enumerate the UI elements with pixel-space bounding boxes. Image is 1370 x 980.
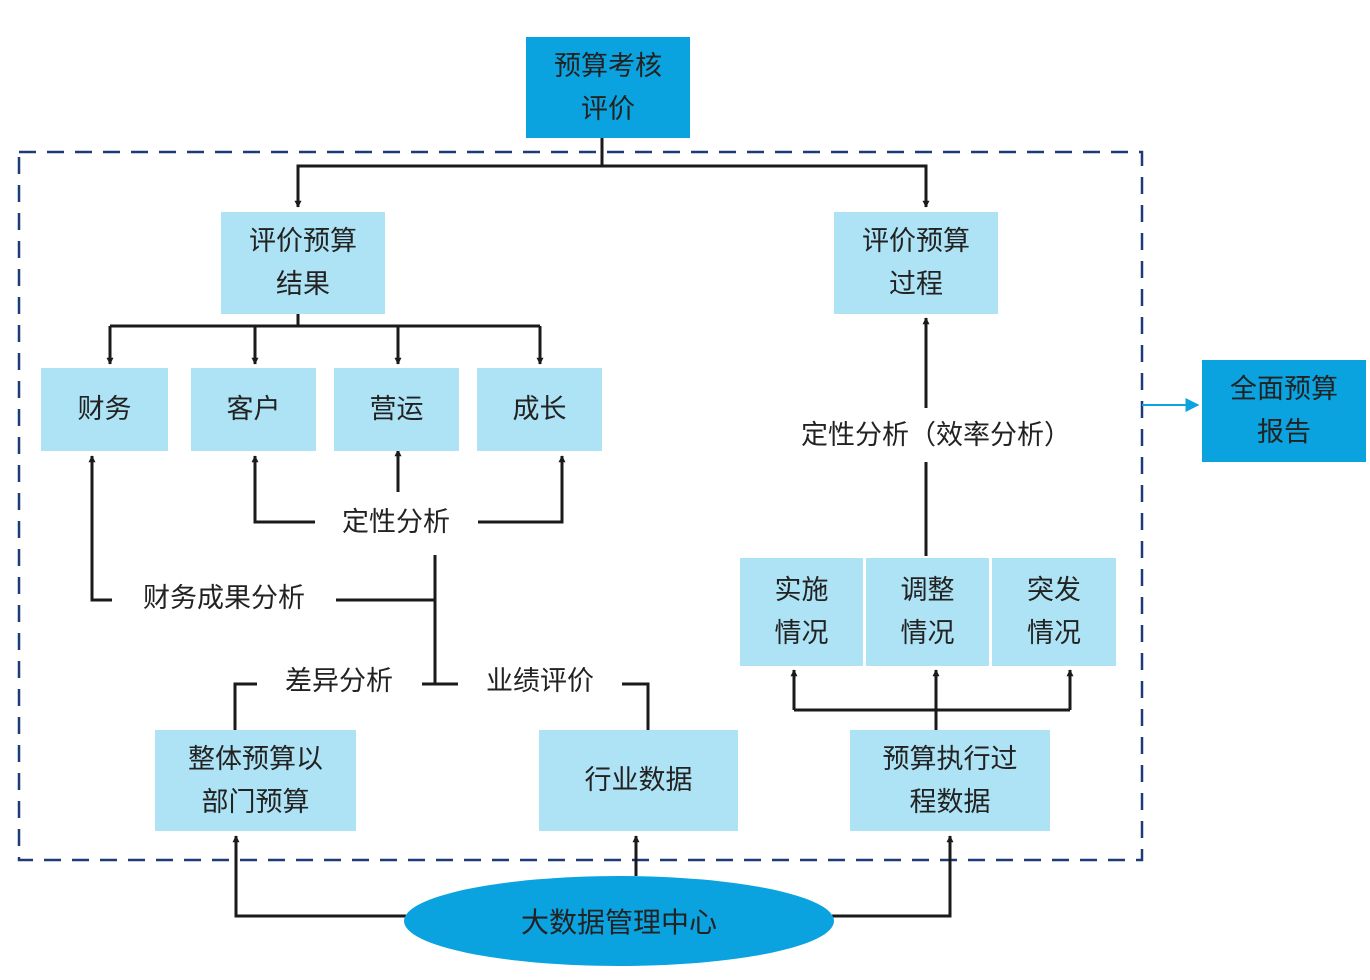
arrow-top-to-result — [294, 138, 604, 208]
node-evaluate-result-text: 评价预算 结果 — [249, 226, 357, 300]
node-overall-budget-text: 整体预算以 部门预算 — [188, 743, 323, 818]
arrow-qual-to-growth — [478, 455, 566, 524]
node-budget-report: 全面预算 报告 — [1202, 360, 1366, 462]
node-evaluate-process-text: 评价预算 过程 — [862, 226, 970, 300]
node-execution-data: 预算执行过 程数据 — [850, 730, 1050, 831]
node-adjustment-text: 调整 情况 — [900, 575, 955, 649]
label-variance-analysis: 差异分析 — [258, 662, 420, 702]
node-budget-evaluation-text: 预算考核 评价 — [554, 50, 662, 125]
arrow-to-finance — [110, 324, 540, 364]
node-industry-data-text: 行业数据 — [584, 765, 693, 796]
node-emergency-text: 突发 情况 — [1027, 575, 1081, 649]
node-finance: 财务 — [41, 368, 168, 451]
node-big-data-center-text: 大数据管理中心 — [520, 906, 717, 939]
label-qualitative-efficiency: 定性分析（效率分析） — [762, 416, 1110, 456]
label-performance-evaluation: 业绩评价 — [460, 662, 620, 702]
node-overall-budget: 整体预算以 部门预算 — [155, 730, 356, 831]
arrow-fin-to-finance — [88, 455, 112, 602]
arrow-bigdata-to-exec — [832, 835, 954, 918]
arrow-qual-to-customer — [251, 455, 315, 524]
line-diff-to-overall — [233, 682, 257, 730]
node-budget-evaluation: 预算考核 评价 — [526, 37, 690, 138]
node-big-data-center: 大数据管理中心 — [404, 876, 834, 966]
node-implementation: 实施 情况 — [740, 558, 863, 666]
node-adjustment: 调整 情况 — [866, 558, 989, 666]
node-execution-data-text: 预算执行过 程数据 — [882, 743, 1018, 818]
node-customer-text: 客户 — [226, 394, 281, 425]
dashed-container — [17, 150, 1144, 862]
label-qualitative-analysis: 定性分析 — [316, 503, 476, 543]
node-evaluate-process: 评价预算 过程 — [834, 212, 998, 314]
node-customer: 客户 — [191, 368, 316, 451]
node-emergency: 突发 情况 — [992, 558, 1116, 666]
node-finance-text: 财务 — [77, 394, 132, 425]
node-operation-text: 营运 — [369, 394, 424, 425]
node-operation: 营运 — [334, 368, 459, 451]
node-budget-report-text: 全面预算 报告 — [1230, 374, 1338, 448]
arrow-bigdata-to-overall — [232, 835, 406, 918]
label-financial-result-analysis: 财务成果分析 — [114, 579, 334, 619]
line-perf-to-industry — [622, 682, 650, 730]
node-growth: 成长 — [477, 368, 602, 451]
arrow-top-to-process — [602, 164, 930, 208]
node-growth-text: 成长 — [512, 394, 567, 425]
node-implementation-text: 实施 情况 — [774, 575, 829, 649]
node-evaluate-result: 评价预算 结果 — [221, 212, 385, 314]
node-industry-data: 行业数据 — [539, 730, 738, 831]
